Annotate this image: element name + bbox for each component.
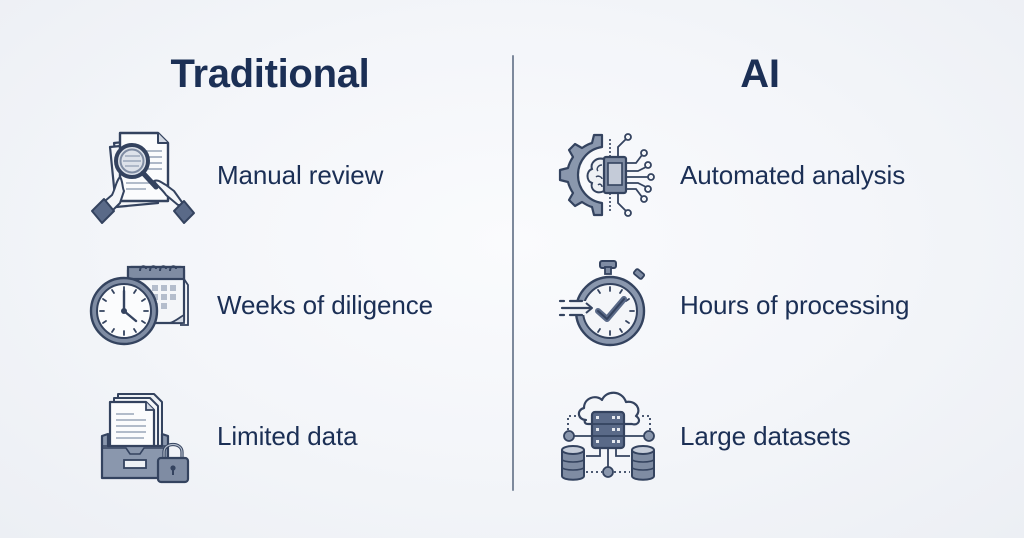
traditional-item-limited-data: Limited data: [86, 386, 358, 486]
traditional-item-manual-review: Manual review: [86, 125, 383, 225]
ai-item-automated-analysis: Automated analysis: [556, 125, 905, 225]
gear-brain-chip-icon: [556, 125, 666, 225]
traditional-title: Traditional: [170, 52, 370, 96]
ai-item-large-datasets: Large datasets: [556, 386, 851, 486]
item-label: Weeks of diligence: [217, 289, 433, 320]
item-label: Limited data: [217, 420, 358, 451]
cloud-server-database-icon: [556, 386, 666, 486]
locked-file-drawer-icon: [86, 386, 196, 486]
ai-title: AI: [740, 52, 780, 96]
column-divider: [512, 55, 514, 491]
item-label: Large datasets: [680, 420, 851, 451]
clock-calendar-icon: [86, 255, 196, 355]
stopwatch-check-icon: [556, 255, 666, 355]
traditional-item-weeks-of-diligence: Weeks of diligence: [86, 255, 433, 355]
ai-item-hours-of-processing: Hours of processing: [556, 255, 909, 355]
item-label: Automated analysis: [680, 159, 906, 190]
item-label: Manual review: [217, 159, 384, 190]
item-label: Hours of processing: [680, 289, 910, 320]
document-magnifier-icon: [86, 125, 196, 225]
